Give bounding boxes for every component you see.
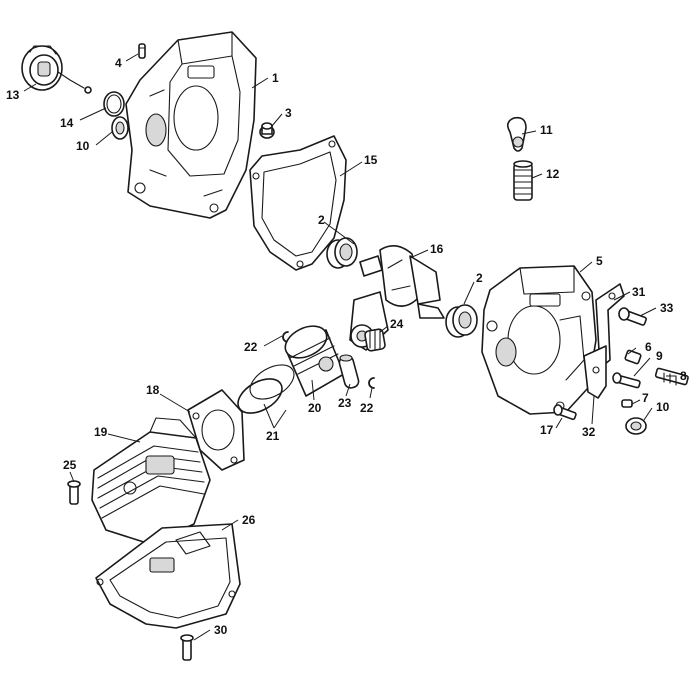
part-9-bolt[interactable] xyxy=(612,372,641,389)
part-33-bolt[interactable] xyxy=(618,307,647,326)
callout-30: 30 xyxy=(214,623,228,637)
callout-14: 14 xyxy=(60,116,74,130)
callout-31: 31 xyxy=(632,285,646,299)
callout-1: 1 xyxy=(272,71,279,85)
part-26-muffler[interactable] xyxy=(95,523,241,629)
part-2-bearing-upper[interactable] xyxy=(326,237,358,269)
callout-7: 7 xyxy=(642,391,649,405)
leader-lines xyxy=(23,53,676,641)
callout-18: 18 xyxy=(146,383,160,397)
callout-19: 19 xyxy=(94,425,108,439)
callout-3: 3 xyxy=(285,106,292,120)
part-16-crankshaft[interactable] xyxy=(349,245,445,351)
part-11-hook[interactable] xyxy=(506,116,527,152)
callout-16: 16 xyxy=(430,242,444,256)
callout-2-upper: 2 xyxy=(318,213,325,227)
callout-33: 33 xyxy=(660,301,674,315)
part-5-crankcase-right[interactable] xyxy=(481,265,597,415)
part-3-plug[interactable] xyxy=(259,122,275,139)
callout-32: 32 xyxy=(582,425,596,439)
callout-12: 12 xyxy=(546,167,560,181)
callout-9: 9 xyxy=(656,349,663,363)
callout-22-upper: 22 xyxy=(244,340,258,354)
part-30-screw[interactable] xyxy=(180,634,194,661)
callout-4: 4 xyxy=(115,56,122,70)
part-12-filter[interactable] xyxy=(513,160,533,201)
part-32-bracket[interactable] xyxy=(583,345,607,399)
callout-10-right: 10 xyxy=(656,400,670,414)
callout-23: 23 xyxy=(338,396,352,410)
part-1-crankcase-left[interactable] xyxy=(125,31,257,219)
callout-24: 24 xyxy=(390,317,404,331)
part-17-screw[interactable] xyxy=(553,404,577,421)
callout-6: 6 xyxy=(645,340,652,354)
part-22-circlip-lower[interactable] xyxy=(368,377,375,389)
callout-26: 26 xyxy=(242,513,256,527)
callout-13: 13 xyxy=(6,88,20,102)
callout-17: 17 xyxy=(540,423,554,437)
callout-11: 11 xyxy=(540,123,553,137)
part-13-oil-pump[interactable] xyxy=(21,45,92,94)
part-25-screw[interactable] xyxy=(67,480,81,505)
callout-8: 8 xyxy=(680,369,687,383)
callout-15: 15 xyxy=(364,153,378,167)
callout-21: 21 xyxy=(266,429,280,443)
part-6-sleeve[interactable] xyxy=(624,349,642,365)
part-23-piston-pin[interactable] xyxy=(338,354,360,390)
part-7-screw[interactable] xyxy=(621,399,633,408)
part-24-needle-cage[interactable] xyxy=(364,328,386,352)
callout-5: 5 xyxy=(596,254,603,268)
part-10-oil-seal-right[interactable] xyxy=(625,417,647,435)
part-10-oil-seal-left[interactable] xyxy=(111,116,129,140)
part-19-cylinder[interactable] xyxy=(91,417,211,545)
callout-20: 20 xyxy=(308,401,322,415)
callout-numbers: 1 2 2 3 4 5 6 7 8 9 10 10 11 12 13 14 15… xyxy=(6,56,687,637)
callout-22-lower: 22 xyxy=(360,401,374,415)
part-4-screw[interactable] xyxy=(138,43,146,59)
part-2-bearing-lower[interactable] xyxy=(445,304,478,338)
callout-2-lower: 2 xyxy=(476,271,483,285)
part-14-o-ring[interactable] xyxy=(103,91,125,117)
callout-10-left: 10 xyxy=(76,139,90,153)
callout-25: 25 xyxy=(63,458,77,472)
part-20-piston[interactable] xyxy=(280,320,345,397)
part-15-gasket[interactable] xyxy=(249,135,347,271)
part-21-piston-rings[interactable] xyxy=(232,358,300,420)
